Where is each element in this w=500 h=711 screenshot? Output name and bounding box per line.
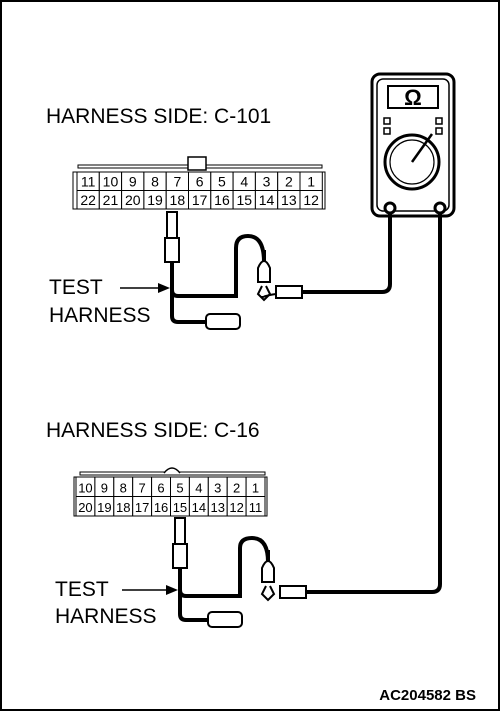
c16-pin-label-14: 14: [192, 500, 206, 515]
c101-pin-label-18: 18: [170, 192, 186, 208]
c16-pin-label-11: 11: [249, 500, 263, 515]
c16-pin-label-2: 2: [233, 481, 240, 496]
c16-harness-terminal: [207, 611, 243, 628]
c16-pin-label-19: 19: [97, 500, 111, 515]
c101-pin-label-20: 20: [125, 192, 141, 208]
meter-button-2: [383, 127, 391, 135]
c16-pin-label-1: 1: [252, 481, 259, 496]
figure-code: AC204582 BS: [379, 687, 476, 704]
c101-pin-label-22: 22: [80, 192, 96, 208]
test-harness-label-1-line1: TEST: [49, 276, 103, 299]
c101-test-harness: [164, 211, 303, 330]
meter-dial-pointer: [410, 133, 434, 163]
meter-lead-to-c16: [306, 213, 442, 594]
test-harness-label-1-line2: HARNESS: [49, 304, 151, 327]
c101-pin-label-1: 1: [307, 174, 315, 190]
test-harness-arrow-1: [120, 283, 170, 293]
c101-probe-tip: [275, 285, 303, 299]
meter-lead-to-c101: [302, 213, 392, 294]
c101-pin-label-19: 19: [147, 192, 163, 208]
meter-jack-right: [433, 201, 447, 215]
c101-pin-cell-12: [299, 190, 323, 210]
c16-probe-tip: [279, 585, 307, 599]
c16-pin-label-15: 15: [173, 500, 187, 515]
meter-button-3: [435, 117, 443, 125]
c16-pin-label-5: 5: [176, 481, 183, 496]
c16-pin-label-9: 9: [101, 481, 108, 496]
c16-pin-label-8: 8: [120, 481, 127, 496]
c101-harness-terminal: [205, 313, 241, 330]
c101-pin-label-8: 8: [151, 174, 159, 190]
test-harness-arrow-2: [122, 585, 178, 595]
c16-pin-cell-11: [245, 496, 266, 517]
c101-pin-label-5: 5: [218, 174, 226, 190]
c101-pin-label-9: 9: [129, 174, 137, 190]
c16-pin-label-20: 20: [78, 500, 92, 515]
c16-pin-label-10: 10: [78, 481, 92, 496]
meter-display: [387, 85, 439, 109]
test-harness-label-2-line2: HARNESS: [55, 605, 157, 628]
c16-pin-label-3: 3: [214, 481, 221, 496]
multimeter: Ω: [370, 72, 456, 218]
c101-pin-label-17: 17: [192, 192, 208, 208]
c16-pin-label-18: 18: [116, 500, 130, 515]
c101-pin-label-21: 21: [103, 192, 119, 208]
c16-pin-label-7: 7: [139, 481, 146, 496]
c101-pin-label-10: 10: [103, 174, 119, 190]
c16-pin-label-12: 12: [229, 500, 243, 515]
c101-pin-label-11: 11: [81, 174, 96, 190]
meter-button-1: [383, 117, 391, 125]
meter-button-4: [435, 127, 443, 135]
c101-label: HARNESS SIDE: C-101: [46, 105, 271, 128]
c101-pin-label-16: 16: [214, 192, 230, 208]
c101-pin-label-6: 6: [196, 174, 204, 190]
meter-jack-left: [383, 201, 397, 215]
ohm-symbol: Ω: [404, 85, 422, 110]
c101-pin-label-7: 7: [173, 174, 181, 190]
c101-pin-label-15: 15: [236, 192, 252, 208]
c16-pin-label-13: 13: [211, 500, 225, 515]
test-harness-label-2-line1: TEST: [55, 578, 109, 601]
c101-pin-label-2: 2: [285, 174, 293, 190]
c16-pin-label-16: 16: [154, 500, 168, 515]
c16-label: HARNESS SIDE: C-16: [46, 419, 260, 442]
c16-pin-label-4: 4: [195, 481, 202, 496]
c101-pin-label-14: 14: [259, 192, 275, 208]
c16-test-harness: [172, 517, 307, 628]
c101-pin-label-3: 3: [263, 174, 271, 190]
c101-pin-label-12: 12: [303, 192, 319, 208]
c16-pin-label-6: 6: [157, 481, 164, 496]
c101-pin-label-4: 4: [240, 174, 248, 190]
c16-pin-label-17: 17: [135, 500, 149, 515]
c101-pin-label-13: 13: [281, 192, 297, 208]
